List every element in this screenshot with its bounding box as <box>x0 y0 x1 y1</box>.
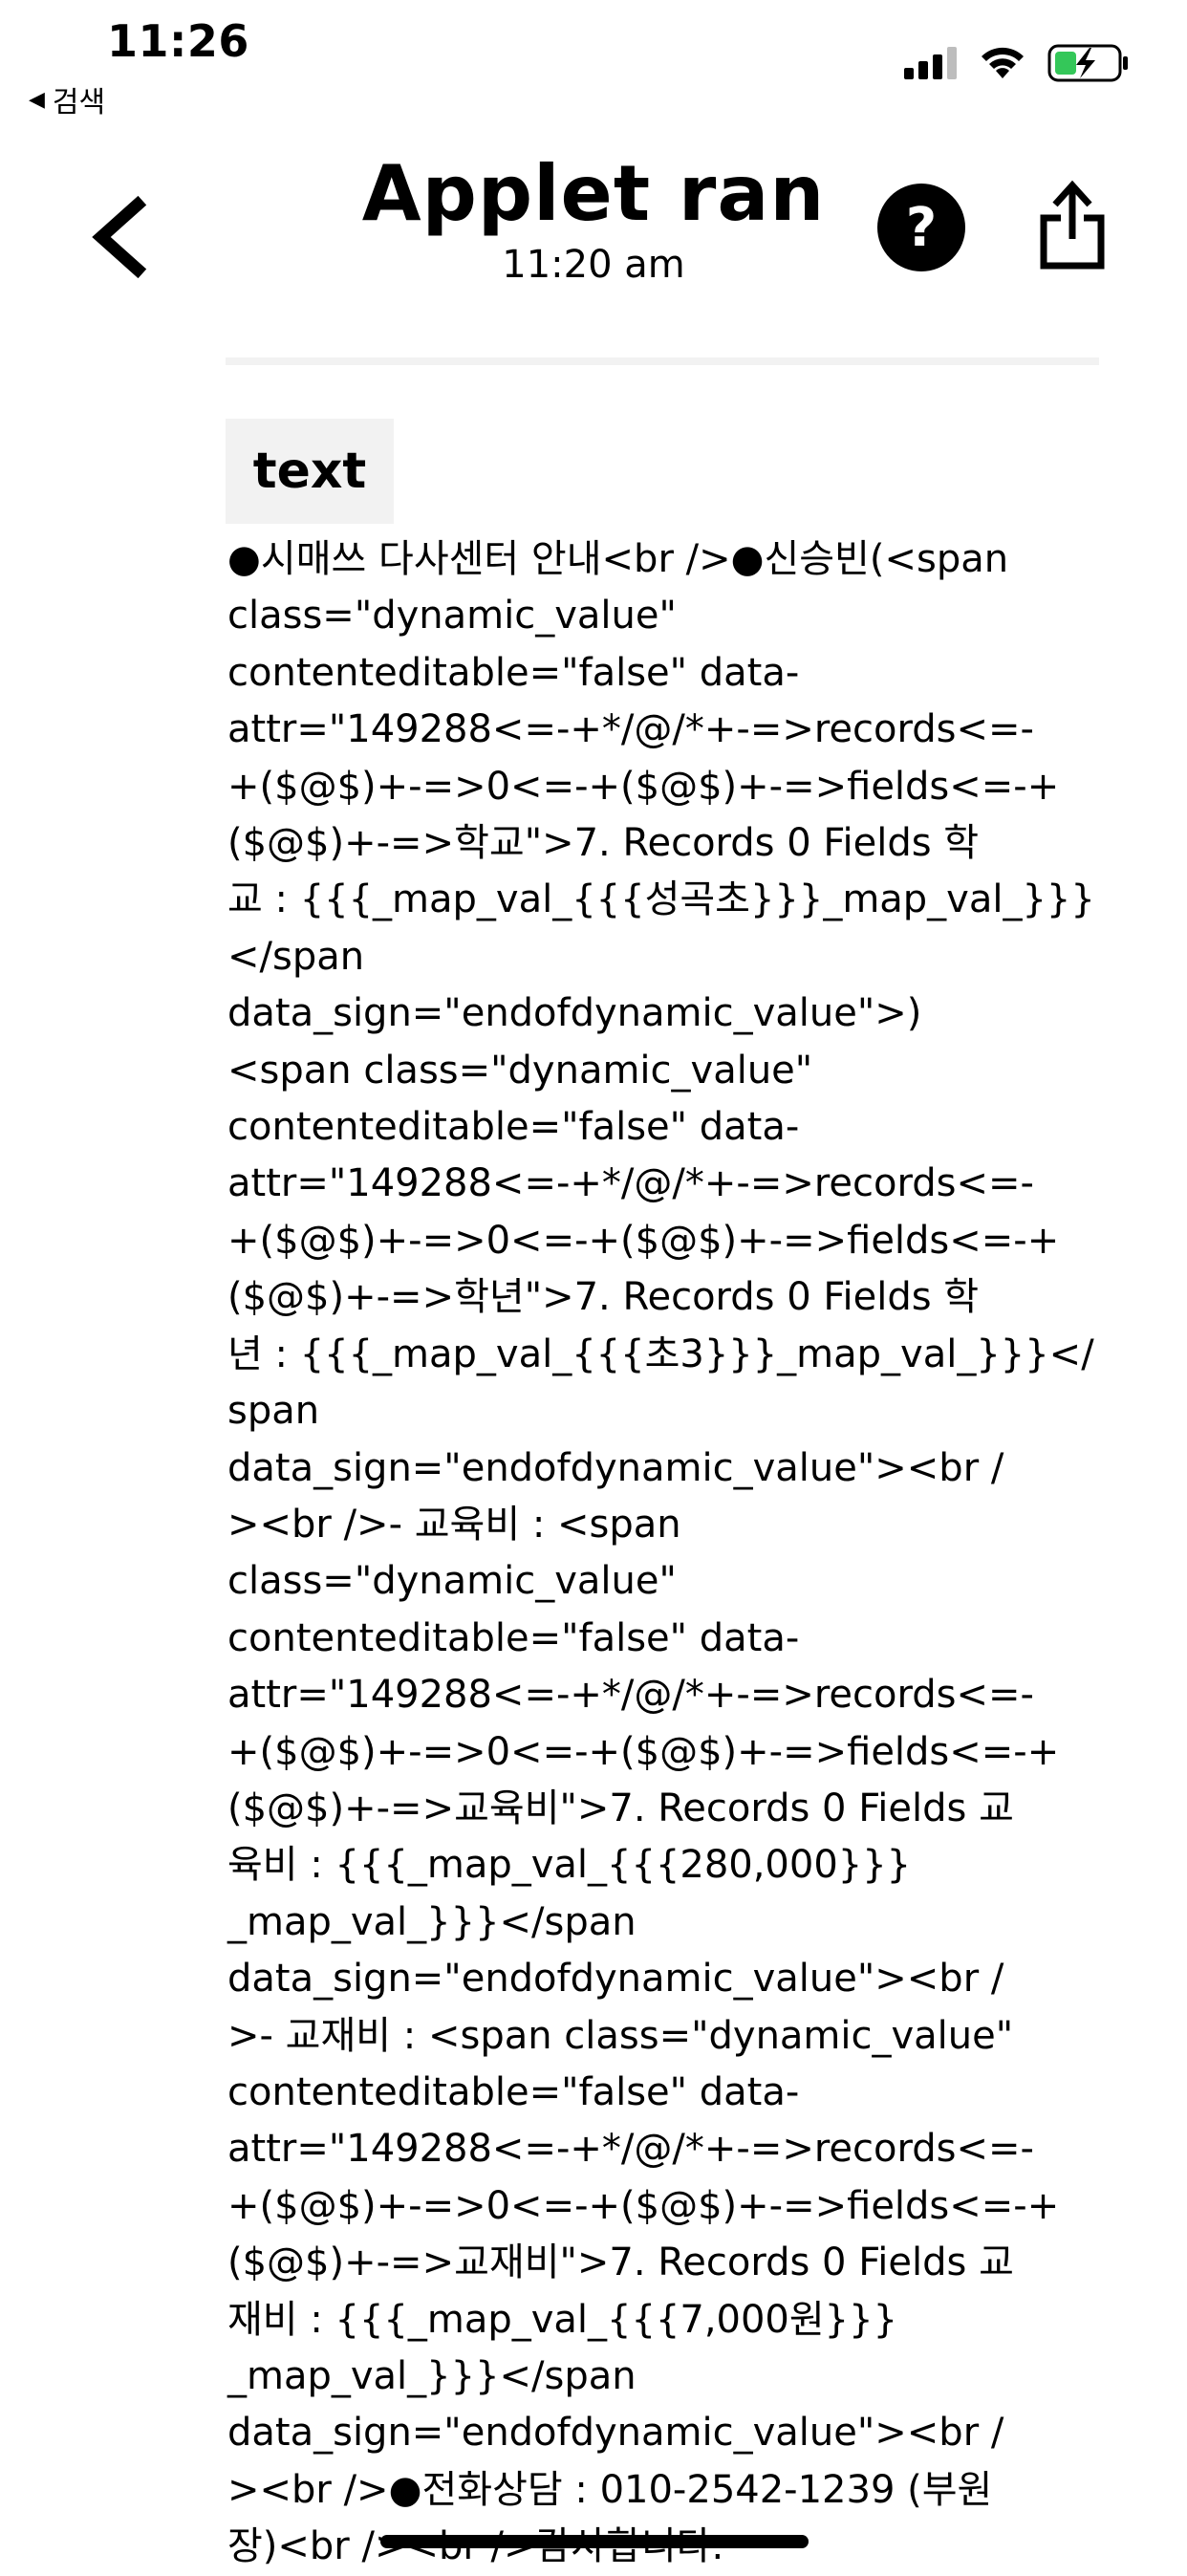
text-line: 육비 : {{{_map_val_{{{280,000}}} <box>227 1843 912 1888</box>
help-button-label: ? <box>905 196 938 259</box>
back-to-app-link[interactable]: ◀ 검색 <box>29 78 105 120</box>
text-line: attr="149288<=-+*/@/*+-=>records<=- <box>227 2127 1034 2172</box>
text-line: _map_val_}}}</span <box>227 1899 637 1944</box>
text-line: ($@$)+-=>교육비">7. Records 0 Fields 교 <box>227 1786 1014 1830</box>
text-line: data_sign="endofdynamic_value"><br / <box>227 1445 1004 1490</box>
text-line: contenteditable="false" data- <box>227 650 800 695</box>
text-line: data_sign="endofdynamic_value"><br / <box>227 1957 1004 2002</box>
divider <box>226 357 1099 365</box>
text-line: ●시매쓰 다사센터 안내<br />●신승빈(<span <box>227 537 1009 581</box>
text-line: 년 : {{{_map_val_{{{초3}}}_map_val_}}}</ <box>227 1331 1094 1376</box>
share-icon <box>1040 180 1105 270</box>
run-time: 11:20 am <box>502 243 685 287</box>
status-time: 11:26 <box>107 15 249 67</box>
status-bar: 11:26 ◀ 검색 <box>0 0 1187 124</box>
text-line: ><br />●전화상담 : 010-2542-1239 (부원 <box>227 2467 993 2512</box>
text-line: ($@$)+-=>학교">7. Records 0 Fields 학 <box>227 821 980 866</box>
text-line: +($@$)+-=>0<=-+($@$)+-=>fields<=-+ <box>227 1729 1060 1774</box>
text-line: attr="149288<=-+*/@/*+-=>records<=- <box>227 1673 1034 1718</box>
status-icons <box>904 44 1130 82</box>
field-tag-label: text <box>252 443 367 500</box>
chevron-left-icon <box>92 195 147 279</box>
back-to-app-label: 검색 <box>52 86 106 119</box>
text-line: ($@$)+-=>학년">7. Records 0 Fields 학 <box>227 1275 980 1320</box>
text-line: attr="149288<=-+*/@/*+-=>records<=- <box>227 1161 1034 1206</box>
text-line: contenteditable="false" data- <box>227 1615 800 1660</box>
back-button[interactable] <box>88 189 155 285</box>
text-line: 교 : {{{_map_val_{{{성곡초}}}_map_val_}}} <box>227 877 1095 922</box>
text-line: ><br />- 교육비 : <span <box>227 1502 681 1547</box>
home-indicator[interactable] <box>380 2535 809 2548</box>
text-line: span <box>227 1389 320 1434</box>
help-button[interactable]: ? <box>877 184 965 271</box>
share-button[interactable] <box>1036 176 1109 271</box>
text-line: +($@$)+-=>0<=-+($@$)+-=>fields<=-+ <box>227 2183 1060 2228</box>
text-line: </span <box>227 934 365 979</box>
cellular-signal-icon <box>904 47 957 79</box>
field-tag: text <box>226 419 394 524</box>
page-title: Applet ran <box>361 149 826 238</box>
battery-charging-icon <box>1047 44 1128 82</box>
ingredient-value-text: ●시매쓰 다사센터 안내<br />●신승빈(<span class="dyna… <box>227 531 1095 2576</box>
text-line: <span class="dynamic_value" <box>227 1048 813 1093</box>
text-line: +($@$)+-=>0<=-+($@$)+-=>fields<=-+ <box>227 764 1060 809</box>
text-line: >- 교재비 : <span class="dynamic_value" <box>227 2013 1014 2058</box>
text-line: contenteditable="false" data- <box>227 2069 800 2114</box>
back-triangle-icon: ◀ <box>29 87 45 112</box>
text-line: class="dynamic_value" <box>227 1559 677 1604</box>
text-line: ($@$)+-=>교재비">7. Records 0 Fields 교 <box>227 2240 1014 2285</box>
text-line: attr="149288<=-+*/@/*+-=>records<=- <box>227 707 1034 752</box>
text-line: 재비 : {{{_map_val_{{{7,000원}}} <box>227 2297 898 2342</box>
text-line: _map_val_}}}</span <box>227 2354 637 2398</box>
text-line: data_sign="endofdynamic_value">) <box>227 991 922 1036</box>
text-line: contenteditable="false" data- <box>227 1105 800 1150</box>
text-line: class="dynamic_value" <box>227 594 677 639</box>
text-line: data_sign="endofdynamic_value"><br / <box>227 2411 1004 2456</box>
text-line: +($@$)+-=>0<=-+($@$)+-=>fields<=-+ <box>227 1218 1060 1263</box>
navigation-bar: Applet ran 11:20 am ? <box>0 143 1187 335</box>
wifi-icon <box>982 47 1024 78</box>
